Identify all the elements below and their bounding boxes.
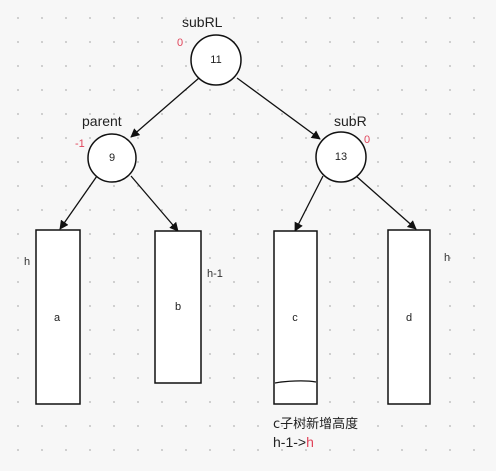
node-left-balance: -1	[75, 138, 85, 150]
node-right-balance: 0	[364, 134, 371, 146]
subtree-c: c	[273, 230, 318, 405]
edge-right-c	[294, 175, 324, 232]
subtree-c-label: c	[292, 312, 298, 324]
subtree-d-label: d	[406, 312, 412, 324]
note-line-2-highlight: h	[306, 434, 314, 450]
edge-left-b	[130, 175, 179, 232]
node-root-value: 11	[210, 54, 221, 66]
subtree-d-height: h	[444, 252, 451, 264]
subtree-a-height: h	[24, 256, 31, 268]
node-root: 11	[190, 34, 242, 86]
subtree-b: b	[154, 230, 202, 384]
note-line-2: h-1->h	[273, 434, 314, 450]
subtree-a: a	[35, 229, 81, 405]
edge-left-a	[59, 175, 98, 230]
node-right-name: subR	[334, 113, 367, 129]
edge-root-right	[236, 77, 321, 140]
edge-root-left	[130, 77, 200, 138]
node-left-name: parent	[82, 113, 122, 129]
node-left: 9	[87, 133, 137, 183]
node-root-balance: 0	[177, 37, 184, 49]
node-right: 13	[315, 131, 367, 183]
node-root-name: subRL	[182, 14, 223, 30]
subtree-b-height: h-1	[207, 268, 223, 280]
node-right-value: 13	[335, 151, 347, 163]
edge-right-d	[355, 175, 417, 230]
note-line-2-prefix: h-1->	[273, 434, 307, 450]
node-left-value: 9	[109, 152, 115, 164]
subtree-a-label: a	[54, 312, 61, 324]
note-line-1: c子树新增高度	[273, 417, 359, 432]
subtree-d: d	[387, 229, 431, 405]
subtree-b-label: b	[175, 301, 181, 313]
